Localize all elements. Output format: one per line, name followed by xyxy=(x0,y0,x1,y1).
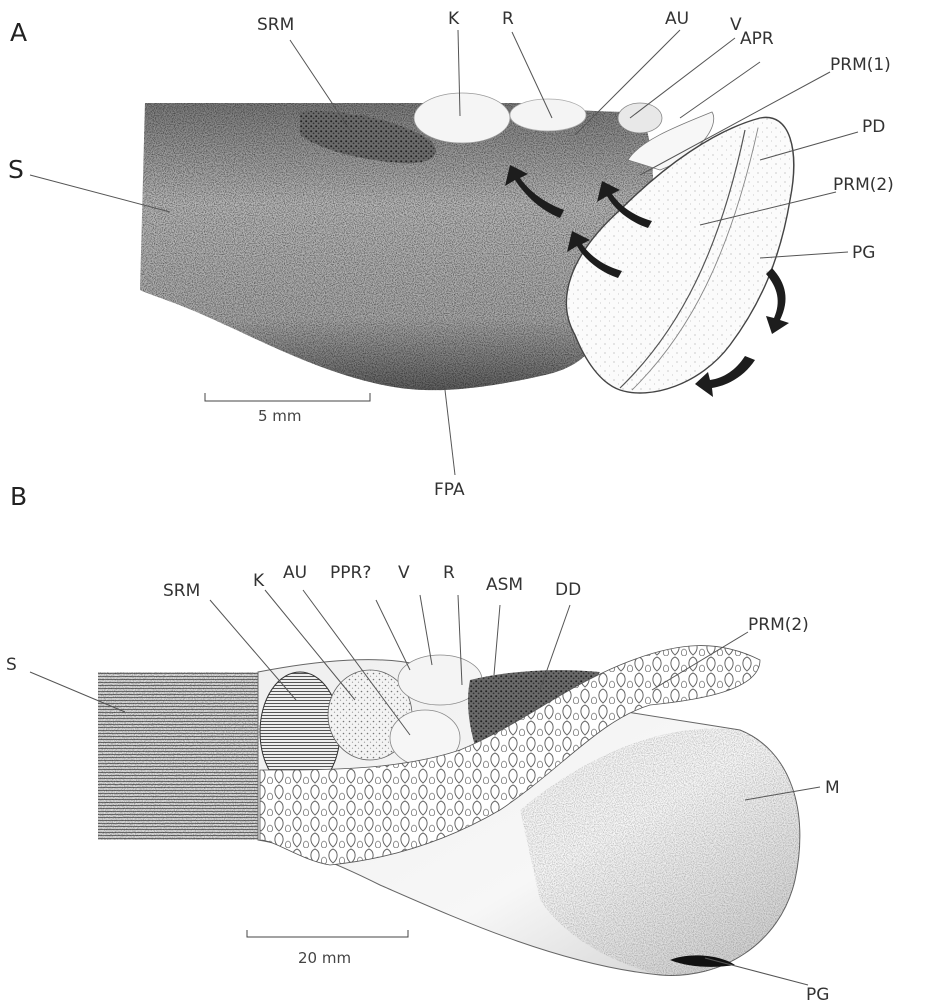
label-s: S xyxy=(8,155,24,184)
panel-a: A xyxy=(8,9,894,500)
label-b-r: R xyxy=(443,563,455,583)
label-srm: SRM xyxy=(257,15,294,35)
label-b-m: M xyxy=(825,778,840,798)
panel-b-letter: B xyxy=(10,482,27,511)
label-b-srm: SRM xyxy=(163,581,200,601)
label-b-pg: PG xyxy=(806,985,829,1005)
flow-arrow-4 xyxy=(766,268,789,334)
label-prm1: PRM(1) xyxy=(830,55,891,75)
label-au: AU xyxy=(665,9,689,29)
label-prm2: PRM(2) xyxy=(833,175,894,195)
panel-b: B xyxy=(6,482,840,1005)
scale-bar-a-label: 5 mm xyxy=(258,407,302,425)
label-b-ppr: PPR? xyxy=(330,563,371,583)
label-b-dd: DD xyxy=(555,580,581,600)
label-k: K xyxy=(448,9,460,29)
label-fpa: FPA xyxy=(434,480,465,500)
label-b-v: V xyxy=(398,563,410,583)
label-b-k: K xyxy=(253,571,265,591)
panel-a-scale-bar: 5 mm xyxy=(205,393,370,425)
label-b-au: AU xyxy=(283,563,307,583)
label-pd: PD xyxy=(862,117,885,137)
scale-bar-b-label: 20 mm xyxy=(298,949,351,967)
label-b-s: S xyxy=(6,655,17,675)
label-r: R xyxy=(502,9,514,29)
panel-b-body xyxy=(258,646,800,976)
label-b-prm2: PRM(2) xyxy=(748,615,809,635)
panel-b-scale-bar: 20 mm xyxy=(247,930,408,967)
label-apr: APR xyxy=(740,29,774,49)
panel-a-letter: A xyxy=(10,18,27,47)
label-pg: PG xyxy=(852,243,875,263)
label-b-asm: ASM xyxy=(486,575,523,595)
